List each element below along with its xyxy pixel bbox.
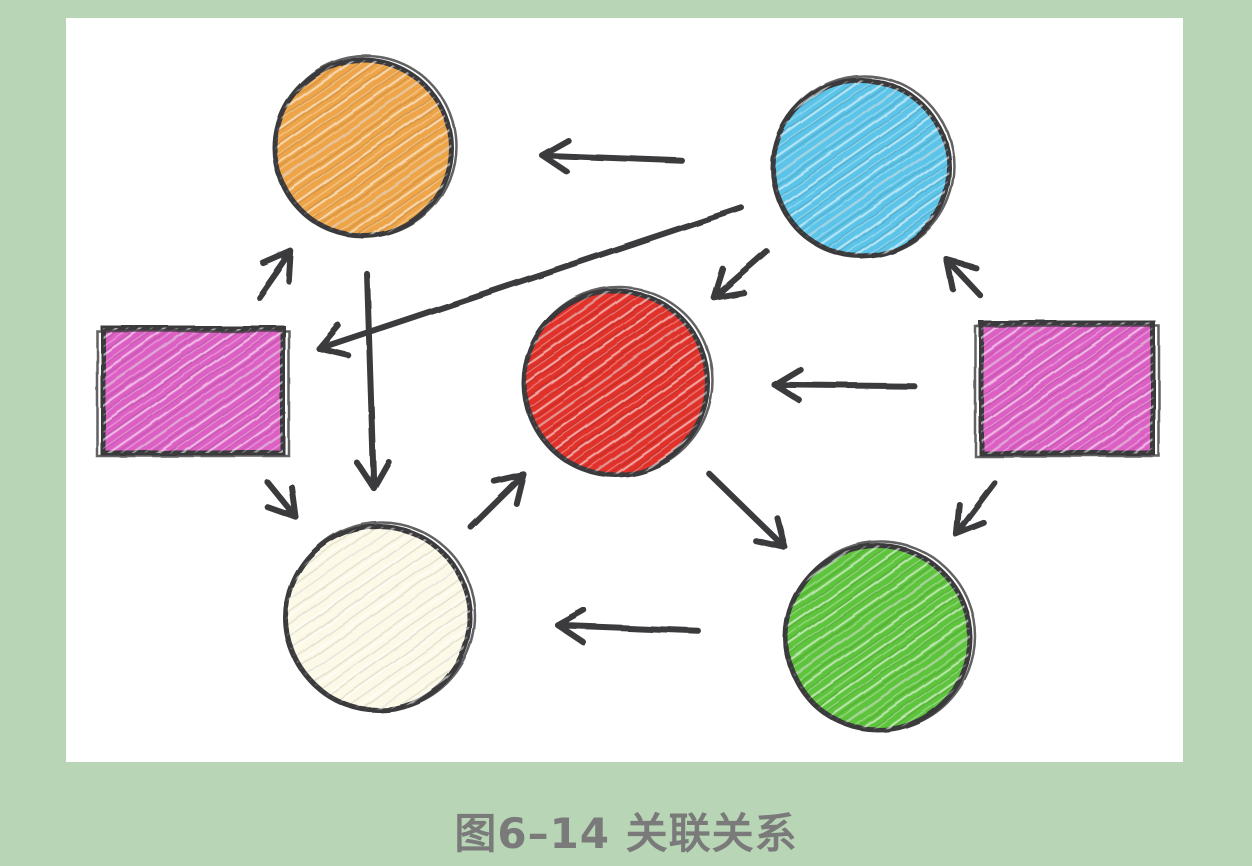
- arrow-red-to-green: [706, 470, 788, 551]
- node-green-circle: [783, 540, 977, 733]
- figure-caption: 图6–14 关联关系: [454, 809, 798, 858]
- arrow-pink-left-to-cream: [264, 479, 299, 521]
- arrow-pink-right-to-green: [953, 480, 998, 538]
- arrow-pink-left-to-orange: [255, 248, 294, 300]
- node-pink-left-rectangle: [95, 325, 291, 458]
- arrow-orange-to-cream: [354, 270, 392, 492]
- arrow-blue-to-orange: [539, 137, 685, 175]
- relationship-diagram: [95, 54, 1161, 733]
- node-red-circle: [521, 285, 715, 478]
- arrow-blue-to-pink-left: [316, 204, 745, 359]
- node-pink-right-rectangle: [973, 320, 1161, 458]
- node-blue-circle: [770, 74, 956, 259]
- edges-layer: [255, 137, 998, 645]
- diagram-panel: [66, 18, 1183, 762]
- arrow-pink-right-to-red: [771, 366, 918, 404]
- node-cream-circle: [283, 520, 477, 713]
- arrow-green-to-cream: [555, 607, 701, 645]
- arrow-pink-right-to-blue: [944, 256, 984, 299]
- arrow-cream-to-red: [467, 471, 527, 530]
- arrow-blue-to-red: [710, 248, 770, 301]
- node-orange-circle: [272, 54, 458, 239]
